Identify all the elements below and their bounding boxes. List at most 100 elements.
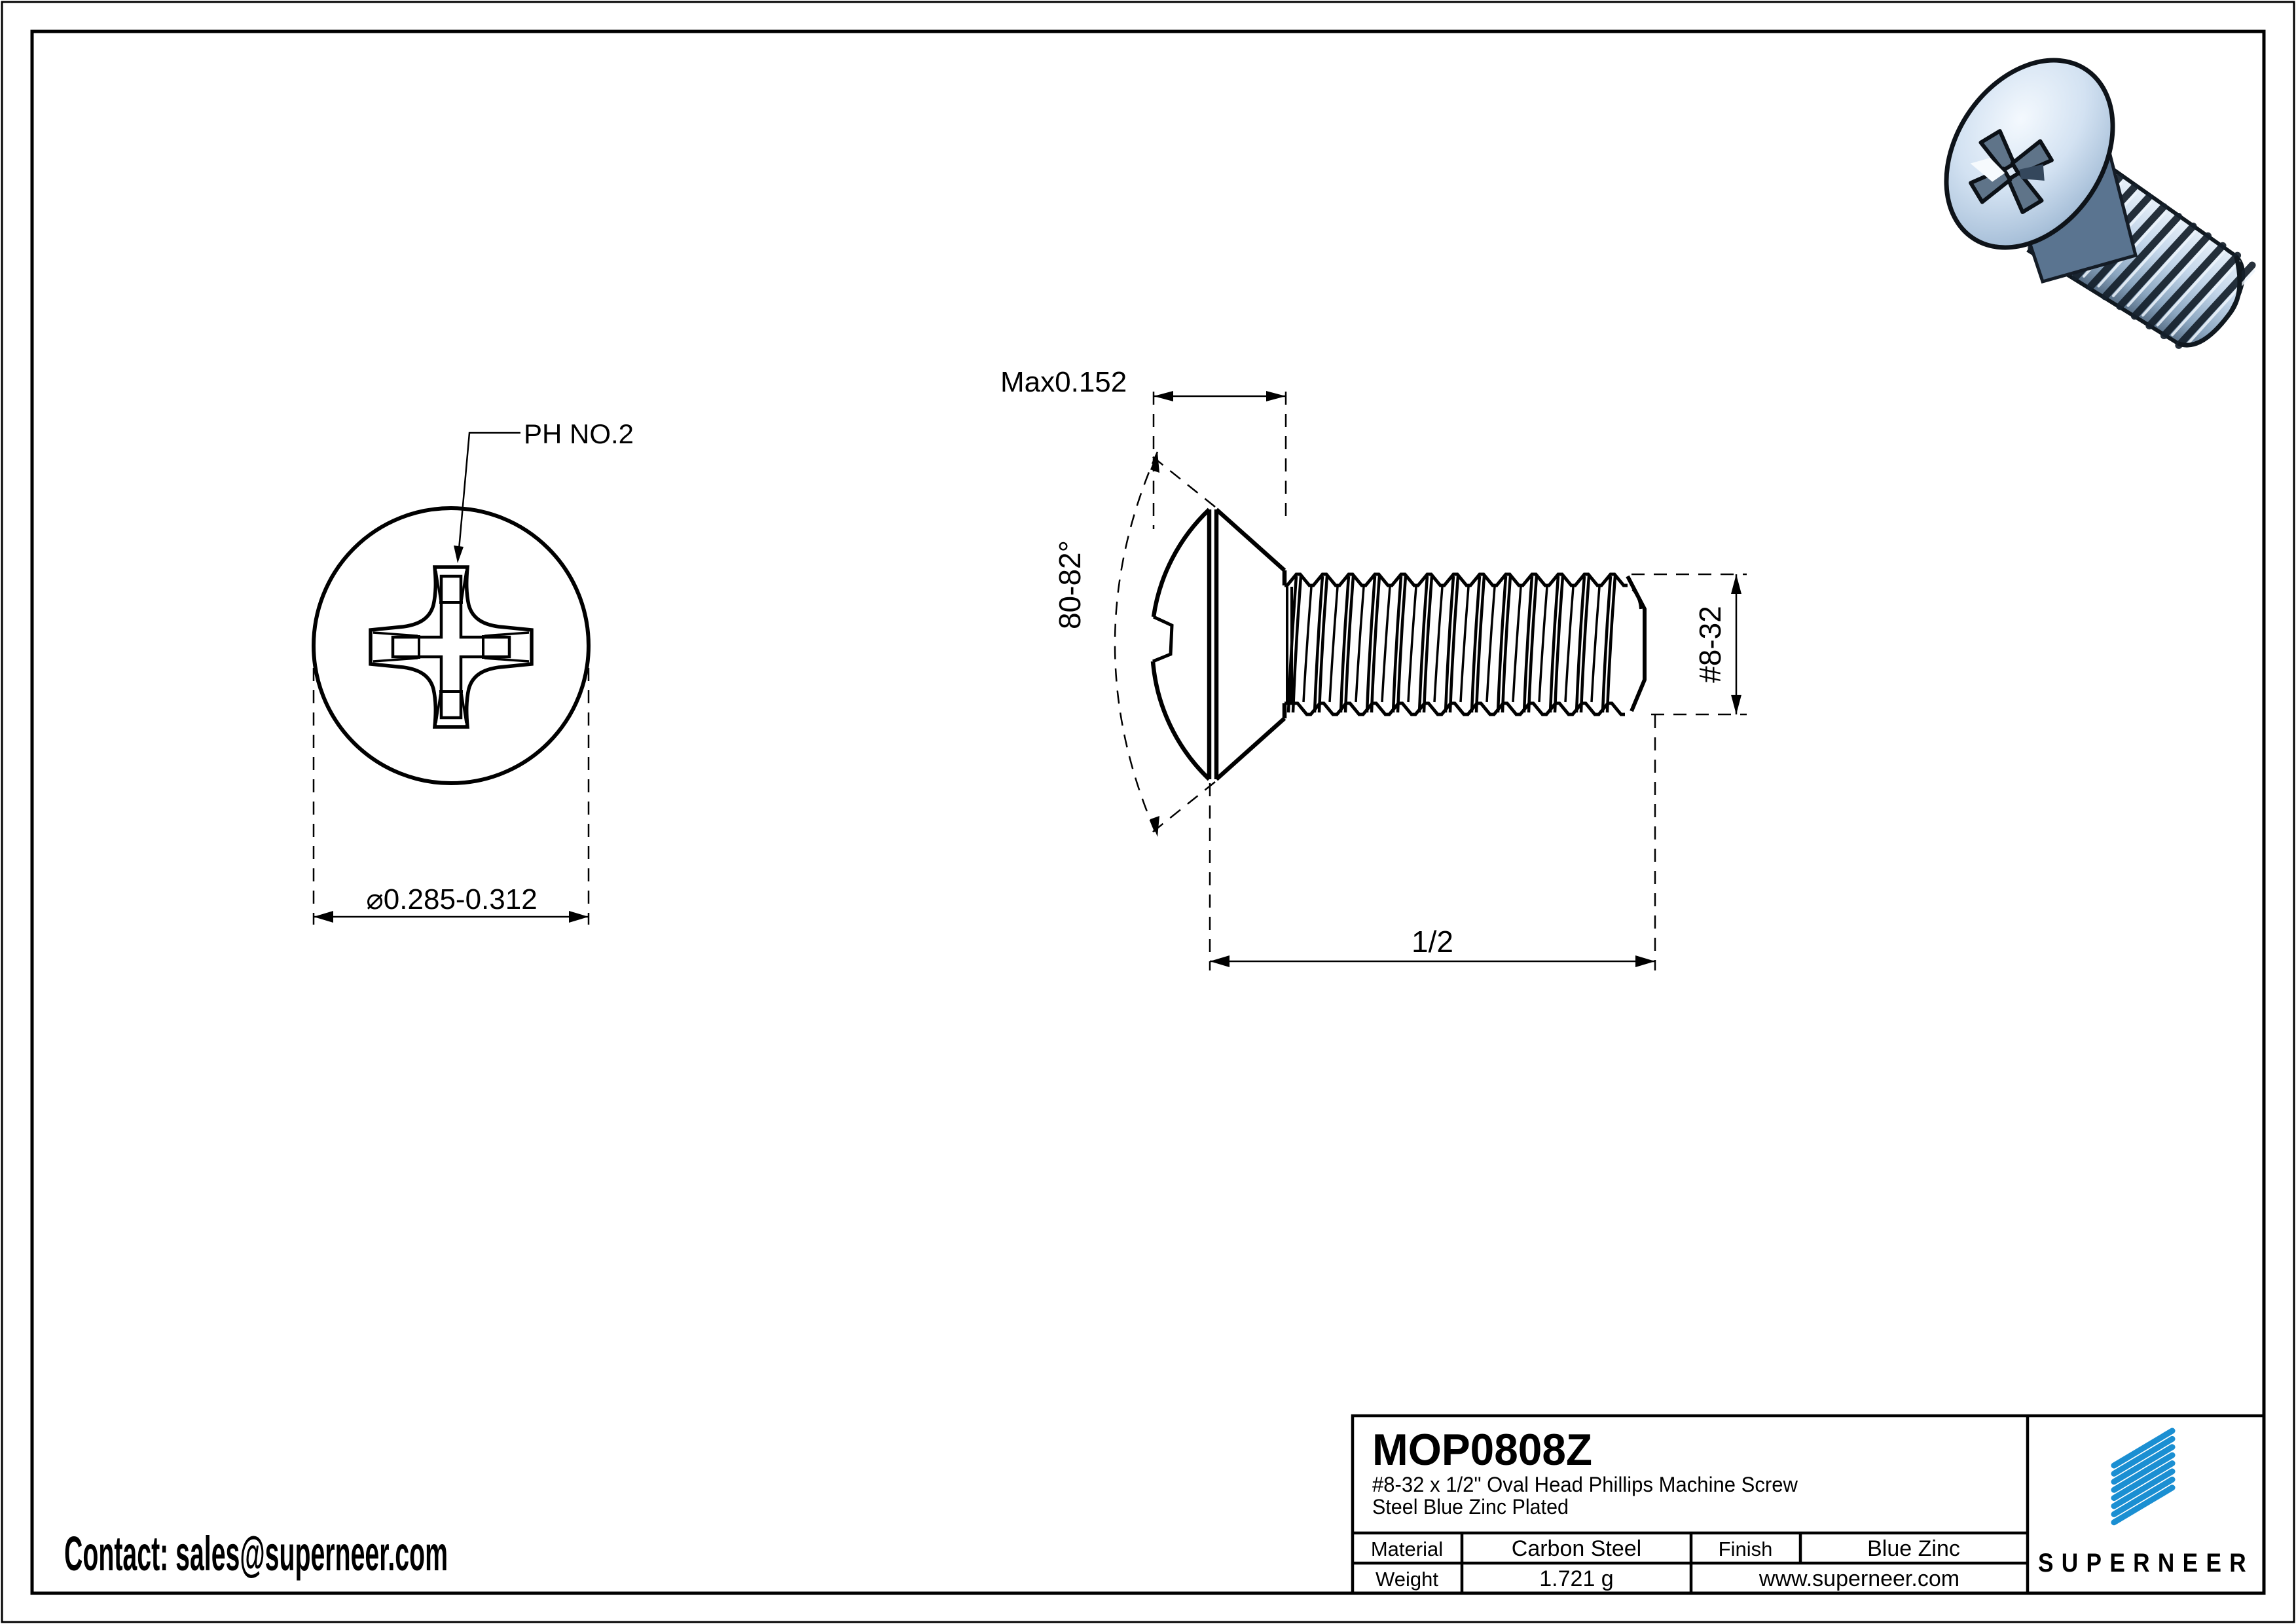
drawing-line bbox=[1381, 586, 1391, 703]
inner-border bbox=[30, 29, 2266, 1595]
superneer-logo-icon bbox=[2111, 1428, 2176, 1526]
finish-label: Finish bbox=[1719, 1538, 1773, 1560]
drawing-line bbox=[1391, 576, 1403, 713]
finish-value: Blue Zinc bbox=[1867, 1536, 1960, 1561]
thread-profile bbox=[1285, 572, 1647, 716]
logo-stripe bbox=[2111, 1460, 2176, 1502]
thread-highlight bbox=[2141, 240, 2212, 317]
drawing-line bbox=[1548, 576, 1560, 713]
weight-value: 1.721 g bbox=[1539, 1566, 1613, 1591]
drawing-line bbox=[1317, 576, 1329, 713]
drawing-line bbox=[1474, 576, 1486, 713]
dim-arrow-icon bbox=[314, 911, 333, 923]
recess-wing bbox=[2006, 170, 2044, 214]
drawing-line bbox=[1328, 586, 1339, 703]
drawing-line bbox=[1444, 576, 1455, 713]
drawing-line bbox=[1407, 586, 1417, 703]
front-view bbox=[312, 432, 591, 925]
thread-highlight bbox=[2126, 231, 2196, 307]
arc-arrow-icon bbox=[1150, 816, 1159, 837]
drawing-line bbox=[1501, 576, 1512, 713]
part-number: MOP0808Z bbox=[1372, 1425, 1592, 1475]
description-line1: #8-32 x 1/2" Oval Head Phillips Machine … bbox=[1372, 1473, 1798, 1496]
description-line2: Steel Blue Zinc Plated bbox=[1372, 1495, 1569, 1519]
logo-stripe bbox=[2111, 1444, 2176, 1485]
logo-stripe bbox=[2111, 1485, 2176, 1526]
recess-wing bbox=[1969, 166, 2013, 204]
drawing-line bbox=[1302, 586, 1313, 703]
drawing-line bbox=[1422, 576, 1434, 713]
drawing-line bbox=[1433, 586, 1444, 703]
material-value: Carbon Steel bbox=[1512, 1536, 1641, 1561]
logo-stripe bbox=[2111, 1468, 2176, 1509]
drawing-line bbox=[1626, 575, 1647, 712]
dim-arrow-icon bbox=[569, 911, 589, 923]
phillips-inner-slot bbox=[391, 574, 511, 720]
drawing-line bbox=[1496, 576, 1508, 713]
drawing-line bbox=[1285, 701, 1625, 716]
drawing-line bbox=[1553, 576, 1565, 713]
head-height-dim-label: Max0.152 bbox=[1000, 366, 1127, 398]
phillips-taper-lines bbox=[373, 570, 530, 724]
angle-dim bbox=[1114, 451, 1216, 838]
drawing-line bbox=[1313, 576, 1324, 713]
website-link[interactable]: www.superneer.com bbox=[1758, 1566, 1959, 1591]
drawing-line bbox=[1365, 576, 1377, 713]
drawing-line bbox=[1512, 586, 1522, 703]
drawing-line bbox=[1564, 586, 1575, 703]
thread-size-dim-label: #8-32 bbox=[1693, 606, 1727, 683]
logo-stripe bbox=[2111, 1452, 2176, 1493]
length-dim bbox=[1209, 715, 1656, 970]
drawing-line bbox=[1485, 586, 1496, 703]
drawing-line bbox=[1459, 586, 1470, 703]
drawing-line bbox=[1631, 588, 1642, 610]
drawing-line bbox=[1579, 576, 1591, 713]
drawing-line bbox=[1370, 576, 1381, 713]
title-block bbox=[1351, 1414, 2266, 1595]
drawing-line bbox=[1417, 576, 1429, 713]
side-view bbox=[1114, 391, 1747, 970]
length-dim-label: 1/2 bbox=[1412, 925, 1453, 959]
head-height-dim bbox=[1152, 391, 1287, 529]
drawing-line bbox=[1339, 576, 1351, 713]
drawing-line bbox=[1355, 586, 1365, 703]
drawing-line bbox=[1522, 576, 1534, 713]
thread-band bbox=[2160, 251, 2242, 339]
phillips-chamfer-lines bbox=[418, 601, 484, 693]
drawing-line bbox=[1286, 576, 1298, 713]
leader-arrowhead-icon bbox=[454, 545, 464, 563]
thread-highlight bbox=[2171, 259, 2241, 337]
drawing-line bbox=[1601, 576, 1613, 713]
recess-wing bbox=[1978, 129, 2016, 173]
drawing-line bbox=[1470, 576, 1482, 713]
thread-band bbox=[2116, 222, 2197, 310]
phillips-callout-label: PH NO.2 bbox=[524, 418, 634, 449]
thread-highlight bbox=[2185, 269, 2255, 346]
material-label: Material bbox=[1371, 1538, 1443, 1560]
diameter-dim-label: ⌀0.285-0.312 bbox=[366, 883, 537, 915]
thread-highlight bbox=[2156, 250, 2226, 327]
phillips-outer-contour bbox=[369, 565, 534, 729]
weight-label: Weight bbox=[1376, 1568, 1438, 1591]
drawing-line bbox=[1605, 576, 1617, 713]
angle-dim-label: 80-82° bbox=[1053, 540, 1087, 629]
thread-highlight bbox=[2112, 221, 2182, 297]
contact-line: Contact: sales@superneer.com bbox=[64, 1526, 448, 1581]
recess-shadow bbox=[2019, 164, 2045, 181]
drawing-line bbox=[1285, 572, 1628, 587]
screw-3d-render bbox=[1944, 58, 2256, 349]
drawing-line bbox=[1291, 576, 1303, 713]
logo-stripe bbox=[2111, 1476, 2176, 1517]
arc-arrow-icon bbox=[1150, 452, 1159, 473]
drawing-line bbox=[1448, 576, 1460, 713]
thread-band bbox=[2145, 242, 2227, 330]
thread-size-dim bbox=[1631, 573, 1747, 716]
head-circle bbox=[312, 506, 591, 785]
thread-band bbox=[2130, 232, 2212, 320]
recess-highlight bbox=[1970, 158, 2005, 182]
drawing-line bbox=[1590, 586, 1601, 703]
drawing-line bbox=[1527, 576, 1539, 713]
